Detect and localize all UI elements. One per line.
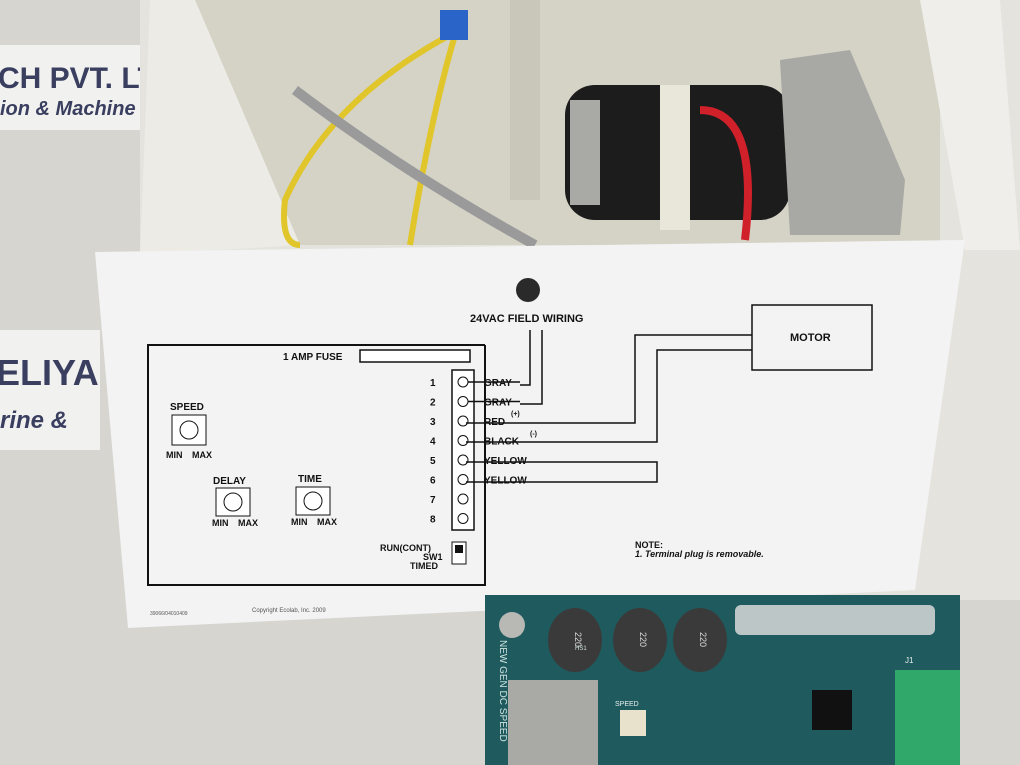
speed-label: SPEED <box>615 701 639 708</box>
motor-box <box>751 304 873 371</box>
wire-color-label: GRAY <box>484 398 512 409</box>
switch-run-label: RUN(CONT) <box>380 543 431 553</box>
terminal-screw-icon <box>457 415 469 427</box>
time-pot-icon <box>295 486 331 516</box>
time-min: MIN <box>291 517 308 527</box>
speed-max: MAX <box>192 450 212 460</box>
note-text: 1. Terminal plug is removable. <box>635 549 764 559</box>
control-box-outline <box>147 344 486 586</box>
switch-timed-label: TIMED <box>410 561 438 571</box>
wire-color-label: GRAY <box>484 378 512 389</box>
terminal-number: 2 <box>430 398 436 409</box>
sign-text-1: CH PVT. LT <box>0 62 156 95</box>
delay-max: MAX <box>238 518 258 528</box>
speed-label: SPEED <box>170 402 204 413</box>
delay-label: DELAY <box>213 476 246 487</box>
terminal-number: 6 <box>430 476 436 487</box>
terminal-number: 7 <box>430 495 436 506</box>
terminal-number: 3 <box>430 417 436 428</box>
red-polarity: (+) <box>511 411 520 418</box>
dc-motor <box>565 50 905 241</box>
sign-text-4: rine & <box>0 407 68 434</box>
yellow-wire <box>281 32 452 248</box>
hs-label: HS1 <box>575 646 587 652</box>
black-polarity: (-) <box>530 431 537 438</box>
terminal-block-connector[interactable] <box>895 670 960 765</box>
speed-pot-icon <box>171 414 207 446</box>
background-sign-bottom <box>0 330 100 450</box>
yellow-wire <box>407 34 458 246</box>
pcb-board: NEW GEN DC SPEED 220 220 220 HS1 SPEED J1 <box>485 595 960 765</box>
ic-chip <box>812 690 852 730</box>
pcb-silkscreen: NEW GEN DC SPEED <box>497 640 508 742</box>
copyright: Copyright Ecolab, Inc. 2009 <box>252 608 326 614</box>
wire-color-label: YELLOW <box>484 476 527 487</box>
capacitor-label: 220 <box>638 632 648 647</box>
terminal-number: 4 <box>430 437 436 448</box>
gray-wire <box>291 86 538 250</box>
terminal-strip <box>451 369 475 531</box>
enclosure-wall-left <box>140 0 300 255</box>
time-max: MAX <box>317 517 337 527</box>
terminal-number: 1 <box>430 378 436 389</box>
terminal-screw-icon <box>457 396 469 407</box>
capacitor-label: 220 <box>698 632 708 647</box>
blue-crimp-terminal <box>440 10 468 40</box>
terminal-number: 8 <box>430 515 436 526</box>
part-number: 39066/04010409 <box>150 611 188 617</box>
sign-text-2: ion & Machine <box>0 98 136 120</box>
terminal-screw-icon <box>457 513 469 524</box>
speed-trimpot[interactable] <box>620 710 646 736</box>
delay-pot-icon <box>215 487 251 517</box>
label-title: 24VAC FIELD WIRING <box>470 313 583 325</box>
sign-text-3: ELIYA <box>0 352 99 393</box>
note-title: NOTE: <box>635 540 663 550</box>
motor-label: MOTOR <box>790 332 831 344</box>
wiring-lines <box>466 330 752 483</box>
fuse-label: 1 AMP FUSE <box>283 352 343 363</box>
terminal-screw-icon <box>457 454 469 466</box>
terminal-number: 5 <box>430 456 436 467</box>
capacitor-label: 220 <box>573 632 583 647</box>
terminal-screw-icon <box>457 435 469 446</box>
capacitor <box>613 608 667 672</box>
switch-name-label: SW1 <box>423 552 443 562</box>
terminal-screw-icon <box>457 493 469 505</box>
connector-label: J1 <box>905 656 914 665</box>
fuse-icon <box>359 349 471 363</box>
terminal-screw-icon <box>457 376 469 388</box>
enclosure-wall-right <box>920 0 1020 250</box>
delay-min: MIN <box>212 518 229 528</box>
capacitor <box>673 608 727 672</box>
terminal-screw-icon <box>457 474 469 485</box>
speed-min: MIN <box>166 450 183 460</box>
glass-fuse <box>735 605 935 635</box>
capacitor <box>548 608 602 672</box>
hang-hole <box>516 278 540 302</box>
time-label: TIME <box>298 474 322 485</box>
enclosure-rib <box>510 0 540 200</box>
heatsink <box>508 680 598 765</box>
